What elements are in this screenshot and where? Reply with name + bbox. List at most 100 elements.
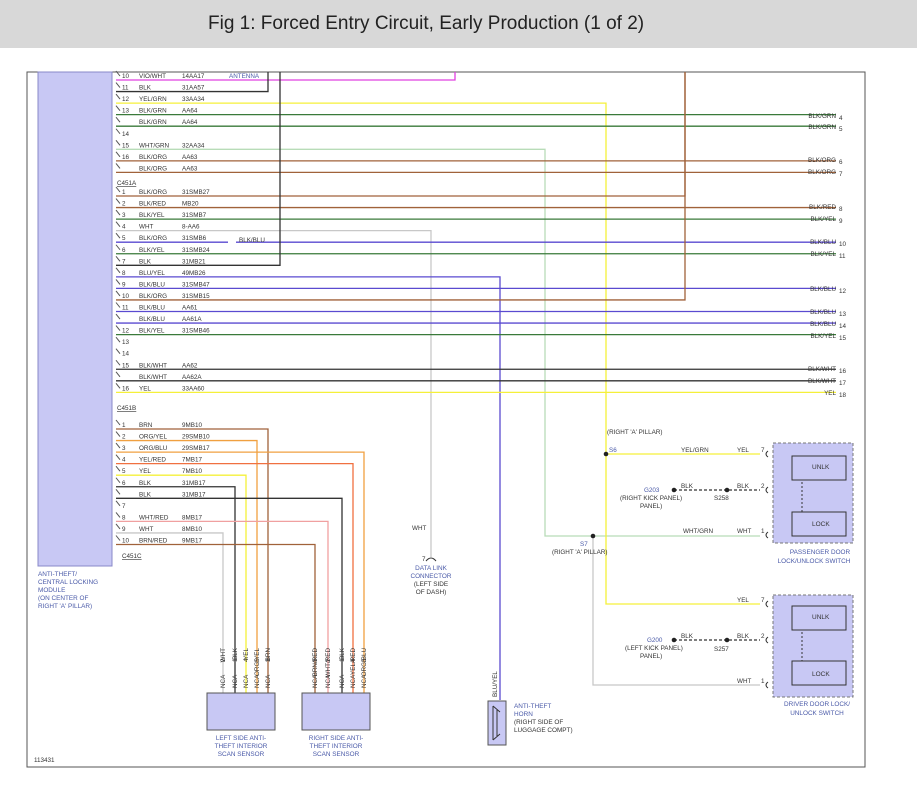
sensor-nca-label: NCA xyxy=(339,674,346,688)
dlc-caption-1: DATA LINK xyxy=(415,565,447,572)
right-wire-number: 6 xyxy=(839,159,843,166)
pin-tick xyxy=(115,431,121,437)
sensor-pin-number: 4 xyxy=(243,658,250,662)
pin-number: 6 xyxy=(122,247,126,254)
horn-wire-label: BLU/YEL xyxy=(492,671,499,697)
right-wire-color: YEL xyxy=(824,390,836,397)
sensor-nca-label: NCA xyxy=(254,674,261,688)
pin-wire-color: BLK/WHT xyxy=(139,362,167,369)
pin-wire-color: BLK/BLU xyxy=(139,316,165,323)
blu-yel-wire xyxy=(116,276,501,700)
left-scan-sensor: LEFT SIDE ANTI- THEFT INTERIOR SCAN SENS… xyxy=(206,692,276,758)
pin-number: 1 xyxy=(122,189,126,196)
pin-circuit: 31SMB7 xyxy=(182,212,207,219)
pin-tick xyxy=(115,151,121,158)
right-wire-color: BLK/YEL xyxy=(810,333,836,340)
pin-circuit: 31SMB47 xyxy=(182,281,210,288)
sensor-pin-number: 2 xyxy=(220,658,227,662)
switch-wire-color: WHT xyxy=(737,678,751,685)
pin-number: 11 xyxy=(122,85,129,92)
splices-and-grounds: (RIGHT 'A' PILLAR) S6 S7 (RIGHT 'A' PILL… xyxy=(552,429,730,660)
right-wire-color: BLK/WHT xyxy=(808,378,836,385)
passenger-switch-caption-1: PASSENGER DOOR xyxy=(790,549,851,556)
pin-tick xyxy=(115,477,121,484)
pin-tick xyxy=(115,500,121,507)
pin-circuit: 31SMB27 xyxy=(182,189,210,196)
switch-pin-connector-icon xyxy=(765,450,769,458)
pin-number: 4 xyxy=(122,457,126,464)
pin-wire-color: BLK/BLU xyxy=(139,281,165,288)
pin-wire-color: BRN/RED xyxy=(139,538,168,545)
pin-tick xyxy=(115,105,121,111)
pin-number: 9 xyxy=(122,526,126,533)
right-wire-color: BLK/BLU xyxy=(810,239,836,246)
pin-tick xyxy=(115,465,121,472)
pin-number: 6 xyxy=(122,480,126,487)
pin-number: 10 xyxy=(122,73,130,80)
passenger-lock-label: LOCK xyxy=(812,521,830,528)
switch-wire-color: YEL/GRN xyxy=(681,447,709,454)
pin-wire-color: ORG/BLU xyxy=(139,445,168,452)
anti-theft-module-block xyxy=(37,71,113,567)
sensor-nca-label: NCA xyxy=(361,674,368,688)
wht-wire xyxy=(592,536,760,686)
right-wire-color: BLK/WHT xyxy=(808,366,836,373)
passenger-switch-body xyxy=(772,442,854,544)
right-wire-number: 11 xyxy=(839,253,846,260)
anti-theft-horn: ANTI-THEFT HORN (RIGHT SIDE OF LUGGAGE C… xyxy=(487,671,573,746)
right-wire-number: 13 xyxy=(839,311,847,318)
wht-grn-wire xyxy=(116,148,760,537)
pin-tick xyxy=(115,535,121,541)
right-wire-number: 16 xyxy=(839,368,847,375)
pin-circuit: 33AA60 xyxy=(182,385,205,392)
pin-wire-color: WHT xyxy=(139,224,153,231)
s257-dot xyxy=(724,637,730,643)
sensor-pin-number: 3 xyxy=(312,658,319,662)
pin-circuit: 8MB10 xyxy=(182,526,202,533)
left-sensor-body xyxy=(206,692,276,731)
right-wire-number: 8 xyxy=(839,206,843,213)
pin-circuit: 31MB17 xyxy=(182,480,206,487)
sensor-pin-labels: WHT2NCABLK1NCAYEL4NCAORG/YEL5NCABRN3NCAB… xyxy=(220,647,368,688)
dlc-connector-icon xyxy=(425,557,437,562)
pin-tick xyxy=(115,348,121,355)
splice-note-label: BLK/BLU xyxy=(239,237,265,244)
pin-wire-color: BLK xyxy=(139,480,152,487)
pin-wire-color: WHT/GRN xyxy=(139,142,170,149)
right-wire-number: 14 xyxy=(839,323,847,330)
right-wire-number: 17 xyxy=(839,380,847,387)
switch-wire-color: BLK xyxy=(737,483,750,490)
g200-location-2: PANEL) xyxy=(640,653,662,660)
dlc-pin-number: 7 xyxy=(422,556,426,563)
sensor-pin-number: 5 xyxy=(254,658,261,662)
driver-switch-caption-2: UNLOCK SWITCH xyxy=(790,710,844,717)
left-sensor-caption-2: THEFT INTERIOR xyxy=(215,743,268,750)
sensor-wire-color: WHT/RED xyxy=(325,648,332,678)
pin-number: 7 xyxy=(122,258,126,265)
driver-lock-label: LOCK xyxy=(812,671,830,678)
pin-tick xyxy=(115,302,121,308)
yel-wire xyxy=(116,474,247,693)
wht-wire xyxy=(116,230,432,557)
right-wire-color: BLK/GRN xyxy=(808,113,836,120)
pin-number: 16 xyxy=(122,385,130,392)
module-caption-line: (ON CENTER OF xyxy=(38,595,89,602)
pin-tick xyxy=(115,186,121,193)
brn-red-wire xyxy=(116,543,316,693)
module-caption-line: MODULE xyxy=(38,587,65,594)
pin-tick xyxy=(115,371,121,378)
pin-circuit: 33AA34 xyxy=(182,96,205,103)
driver-lock-contact xyxy=(791,660,847,686)
passenger-unlk-label: UNLK xyxy=(812,464,830,471)
pin-number: 16 xyxy=(122,154,130,161)
pin-circuit: 31SMB24 xyxy=(182,247,210,254)
pin-number: 3 xyxy=(122,445,126,452)
pin-wire-color: WHT/RED xyxy=(139,514,169,521)
pin-tick xyxy=(115,442,121,449)
pin-circuit: 31MB17 xyxy=(182,491,206,498)
pin-number: 5 xyxy=(122,235,126,242)
right-sensor-caption-3: SCAN SENSOR xyxy=(313,751,360,758)
pin-circuit: 32AA34 xyxy=(182,142,205,149)
pin-circuit: AA62A xyxy=(182,374,202,381)
